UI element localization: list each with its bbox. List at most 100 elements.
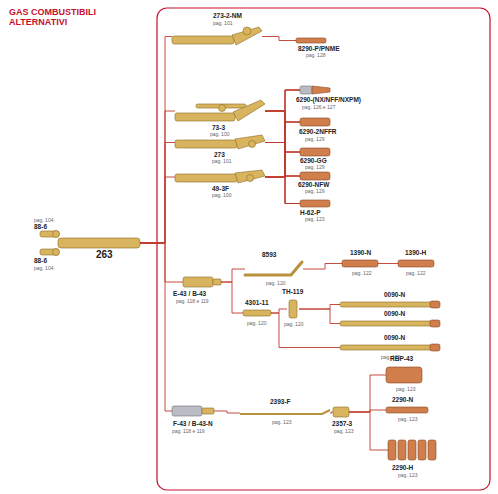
page-ref: pag. 100 bbox=[212, 193, 231, 198]
connector-line bbox=[265, 111, 300, 204]
part-node: H-62-Ppag. 123 bbox=[300, 199, 330, 208]
part-node: 6290-(NX/NFF/NXPM)pag. 126 e 127 bbox=[300, 85, 330, 95]
connector bbox=[140, 177, 175, 243]
connector bbox=[265, 111, 300, 176]
connector bbox=[378, 263, 398, 264]
handle-body bbox=[58, 238, 140, 248]
part-code: 2357-3 bbox=[332, 421, 352, 428]
part-node: 8290-P/PNMEpag. 128 bbox=[296, 36, 326, 45]
torch-knob bbox=[243, 27, 251, 35]
part-code: 273 bbox=[214, 152, 225, 159]
connector bbox=[140, 111, 175, 243]
connector-line bbox=[265, 111, 300, 122]
connector-line bbox=[265, 111, 300, 176]
connector-line bbox=[221, 282, 243, 313]
connector-line bbox=[140, 243, 183, 282]
mixer-nut bbox=[213, 279, 221, 285]
part-node: 0090-N bbox=[340, 319, 440, 328]
connector-line bbox=[303, 264, 342, 270]
adapter bbox=[243, 310, 271, 316]
part-node: 2393-Fpag. 123 bbox=[240, 408, 330, 418]
connector bbox=[140, 243, 183, 282]
torch-lever bbox=[219, 105, 226, 112]
part-node: 6290-2NFFRpag. 129 bbox=[300, 117, 330, 127]
part-node: 2357-3pag. 123 bbox=[333, 406, 349, 418]
connector bbox=[271, 313, 340, 348]
part-code: 6290-NFW bbox=[298, 182, 329, 189]
connector-line bbox=[299, 305, 340, 310]
part-code: H-62-P bbox=[300, 210, 321, 217]
part-code: 0090-N bbox=[384, 292, 405, 299]
page-ref: pag. 104 bbox=[34, 218, 53, 223]
connector bbox=[265, 143, 300, 204]
part-node: 8593pag. 120 bbox=[245, 261, 303, 277]
page-ref: pag. 123 bbox=[305, 217, 324, 222]
page-ref: pag. 123 bbox=[396, 387, 415, 392]
torch-body bbox=[175, 174, 237, 182]
connector-line bbox=[265, 143, 300, 204]
torch-head bbox=[235, 170, 265, 183]
diagram-title: GAS COMBUSTIBILI ALTERNATIVI bbox=[9, 7, 105, 28]
page-ref: pag. 123 bbox=[398, 473, 417, 478]
connector-line bbox=[214, 411, 240, 413]
tip bbox=[398, 260, 434, 267]
connector-line bbox=[265, 90, 300, 143]
valve-body bbox=[40, 231, 59, 237]
extension-tube bbox=[340, 321, 432, 326]
part-node: 2290-Npag. 123 bbox=[386, 406, 428, 414]
part-node: 6290-NFWpag. 129 bbox=[300, 171, 330, 181]
connector bbox=[299, 309, 340, 324]
part-node: 49-3Fpag. 100 bbox=[175, 170, 265, 184]
part-node: E-43 / B-43pag. 118 e 119 bbox=[183, 276, 221, 288]
tip bbox=[312, 86, 330, 94]
tip bbox=[300, 172, 330, 180]
part-code: 2290-N bbox=[392, 397, 413, 404]
connector bbox=[265, 143, 300, 153]
part-code: 88-6 bbox=[34, 258, 47, 265]
part-node: 1390-Hpag. 122 bbox=[398, 259, 434, 268]
adapter bbox=[333, 407, 349, 417]
page-ref: pag. 123 bbox=[398, 417, 417, 422]
torch-head bbox=[233, 100, 265, 121]
connector-line bbox=[140, 177, 175, 243]
connector-line bbox=[349, 412, 388, 450]
connector-line bbox=[140, 111, 175, 243]
page-ref: pag. 120 bbox=[284, 322, 303, 327]
part-node: 1390-Npag. 122 bbox=[342, 259, 378, 268]
page-ref: pag. 104 bbox=[34, 266, 53, 271]
part-code: 88-6 bbox=[34, 224, 47, 231]
connector bbox=[265, 90, 300, 143]
connector bbox=[265, 111, 300, 122]
torch-knob bbox=[247, 175, 254, 182]
connector bbox=[265, 152, 300, 177]
connector bbox=[265, 122, 300, 143]
tip bbox=[296, 38, 326, 43]
part-code: 49-3F bbox=[212, 186, 229, 193]
valve-body bbox=[40, 249, 59, 255]
part-code: 8593 bbox=[262, 252, 276, 259]
part-code: 273-2-NM bbox=[213, 13, 242, 20]
part-node: 0090-N bbox=[340, 300, 440, 309]
connector-line bbox=[262, 37, 296, 41]
page-ref: pag. 129 bbox=[305, 165, 324, 170]
part-code: 0090-N bbox=[384, 311, 405, 318]
tip bbox=[398, 440, 406, 460]
part-code: 73-3 bbox=[212, 125, 225, 132]
part-node: 2290-Hpag. 123 bbox=[388, 439, 436, 461]
connector bbox=[214, 411, 240, 413]
part-code: 6290-(NX/NFF/NXPM) bbox=[296, 97, 361, 104]
tip bbox=[342, 260, 378, 267]
tip bbox=[430, 344, 440, 351]
tip-set bbox=[386, 367, 422, 383]
tip bbox=[408, 440, 416, 460]
page-ref: pag. 120 bbox=[247, 321, 266, 326]
page-ref: pag. 123 bbox=[334, 429, 353, 434]
connector-line bbox=[265, 122, 300, 177]
connector-line bbox=[221, 269, 245, 282]
connector bbox=[265, 90, 300, 177]
page-ref: pag. 118 e 119 bbox=[176, 299, 209, 304]
page-ref: pag. 129 bbox=[305, 137, 324, 142]
